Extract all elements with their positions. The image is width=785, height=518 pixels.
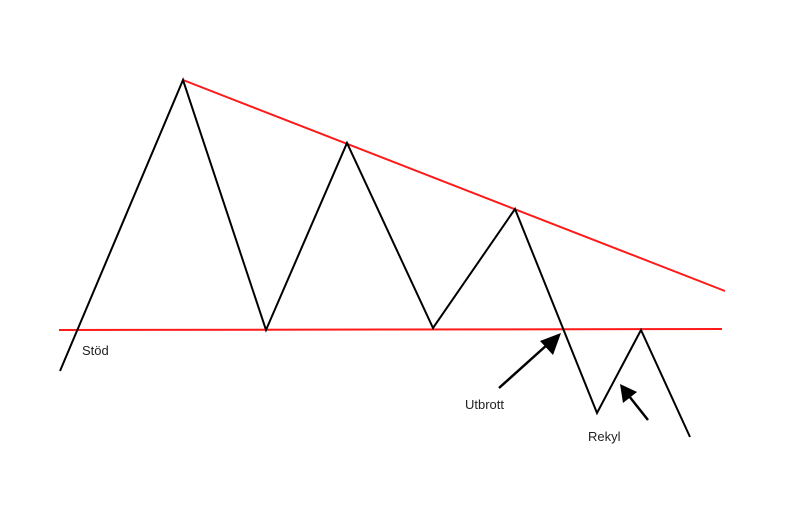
pullback-arrow <box>620 384 649 421</box>
support-label: Stöd <box>82 343 109 358</box>
pullback-label: Rekyl <box>588 429 621 444</box>
breakout-label: Utbrott <box>465 397 504 412</box>
support-line <box>58 328 723 331</box>
breakout-arrow <box>498 333 561 389</box>
price-line <box>59 77 691 438</box>
resistance-line <box>182 79 726 292</box>
